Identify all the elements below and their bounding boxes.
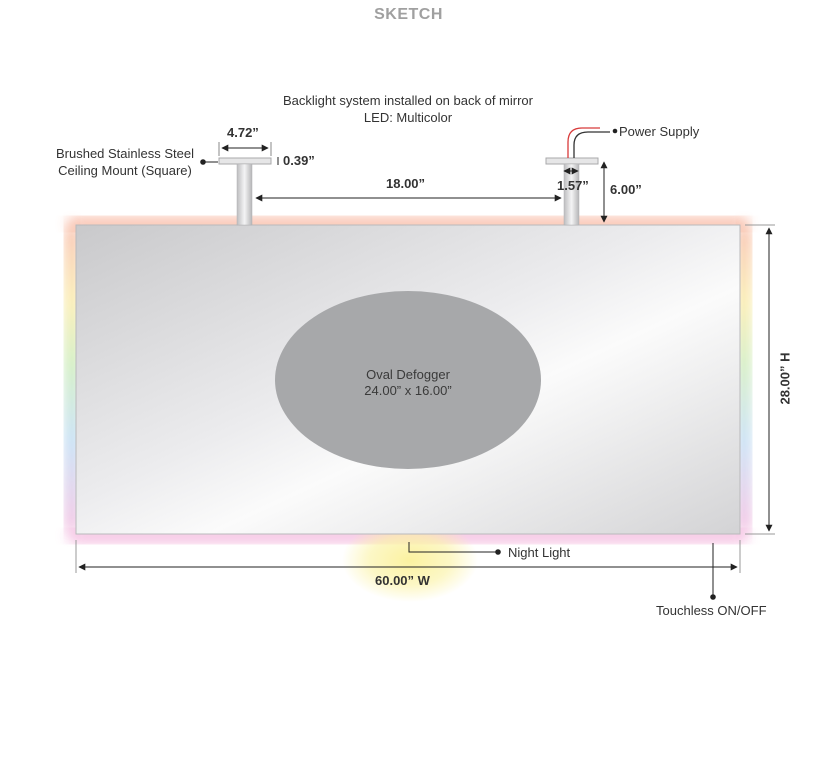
defogger-label-line1: Oval Defogger xyxy=(366,367,450,382)
touchless-label: Touchless ON/OFF xyxy=(656,603,767,618)
post-diameter-label: 1.57” xyxy=(557,178,589,193)
power-wire xyxy=(567,127,618,158)
post-spacing-label: 18.00” xyxy=(386,176,426,191)
mount-leader xyxy=(200,159,218,165)
night-light-label: Night Light xyxy=(508,545,571,560)
backlight-note-line1: Backlight system installed on back of mi… xyxy=(283,93,533,108)
mount-label-line1: Brushed Stainless Steel xyxy=(55,146,195,161)
page-title: SKETCH xyxy=(374,6,443,23)
defogger-label-line2: 24.00” x 16.00” xyxy=(364,383,452,398)
ceiling-mount-right xyxy=(545,157,599,226)
plate-width-label: 4.72” xyxy=(227,125,259,140)
plate-thickness-label: 0.39” xyxy=(283,153,315,168)
backlight-note-line2: LED: Multicolor xyxy=(363,110,453,125)
mount-label-line2: Ceiling Mount (Square) xyxy=(58,163,192,178)
touchless-leader xyxy=(710,543,716,600)
night-light-leader xyxy=(408,542,501,555)
oval-defogger xyxy=(275,291,541,469)
width-label: 60.00” W xyxy=(375,573,430,588)
ceiling-mount-left xyxy=(218,157,272,226)
height-label: 28.00” H xyxy=(777,352,793,405)
night-light-glow xyxy=(342,518,478,602)
power-supply-label: Power Supply xyxy=(619,124,700,139)
post-height-label: 6.00” xyxy=(610,182,642,197)
